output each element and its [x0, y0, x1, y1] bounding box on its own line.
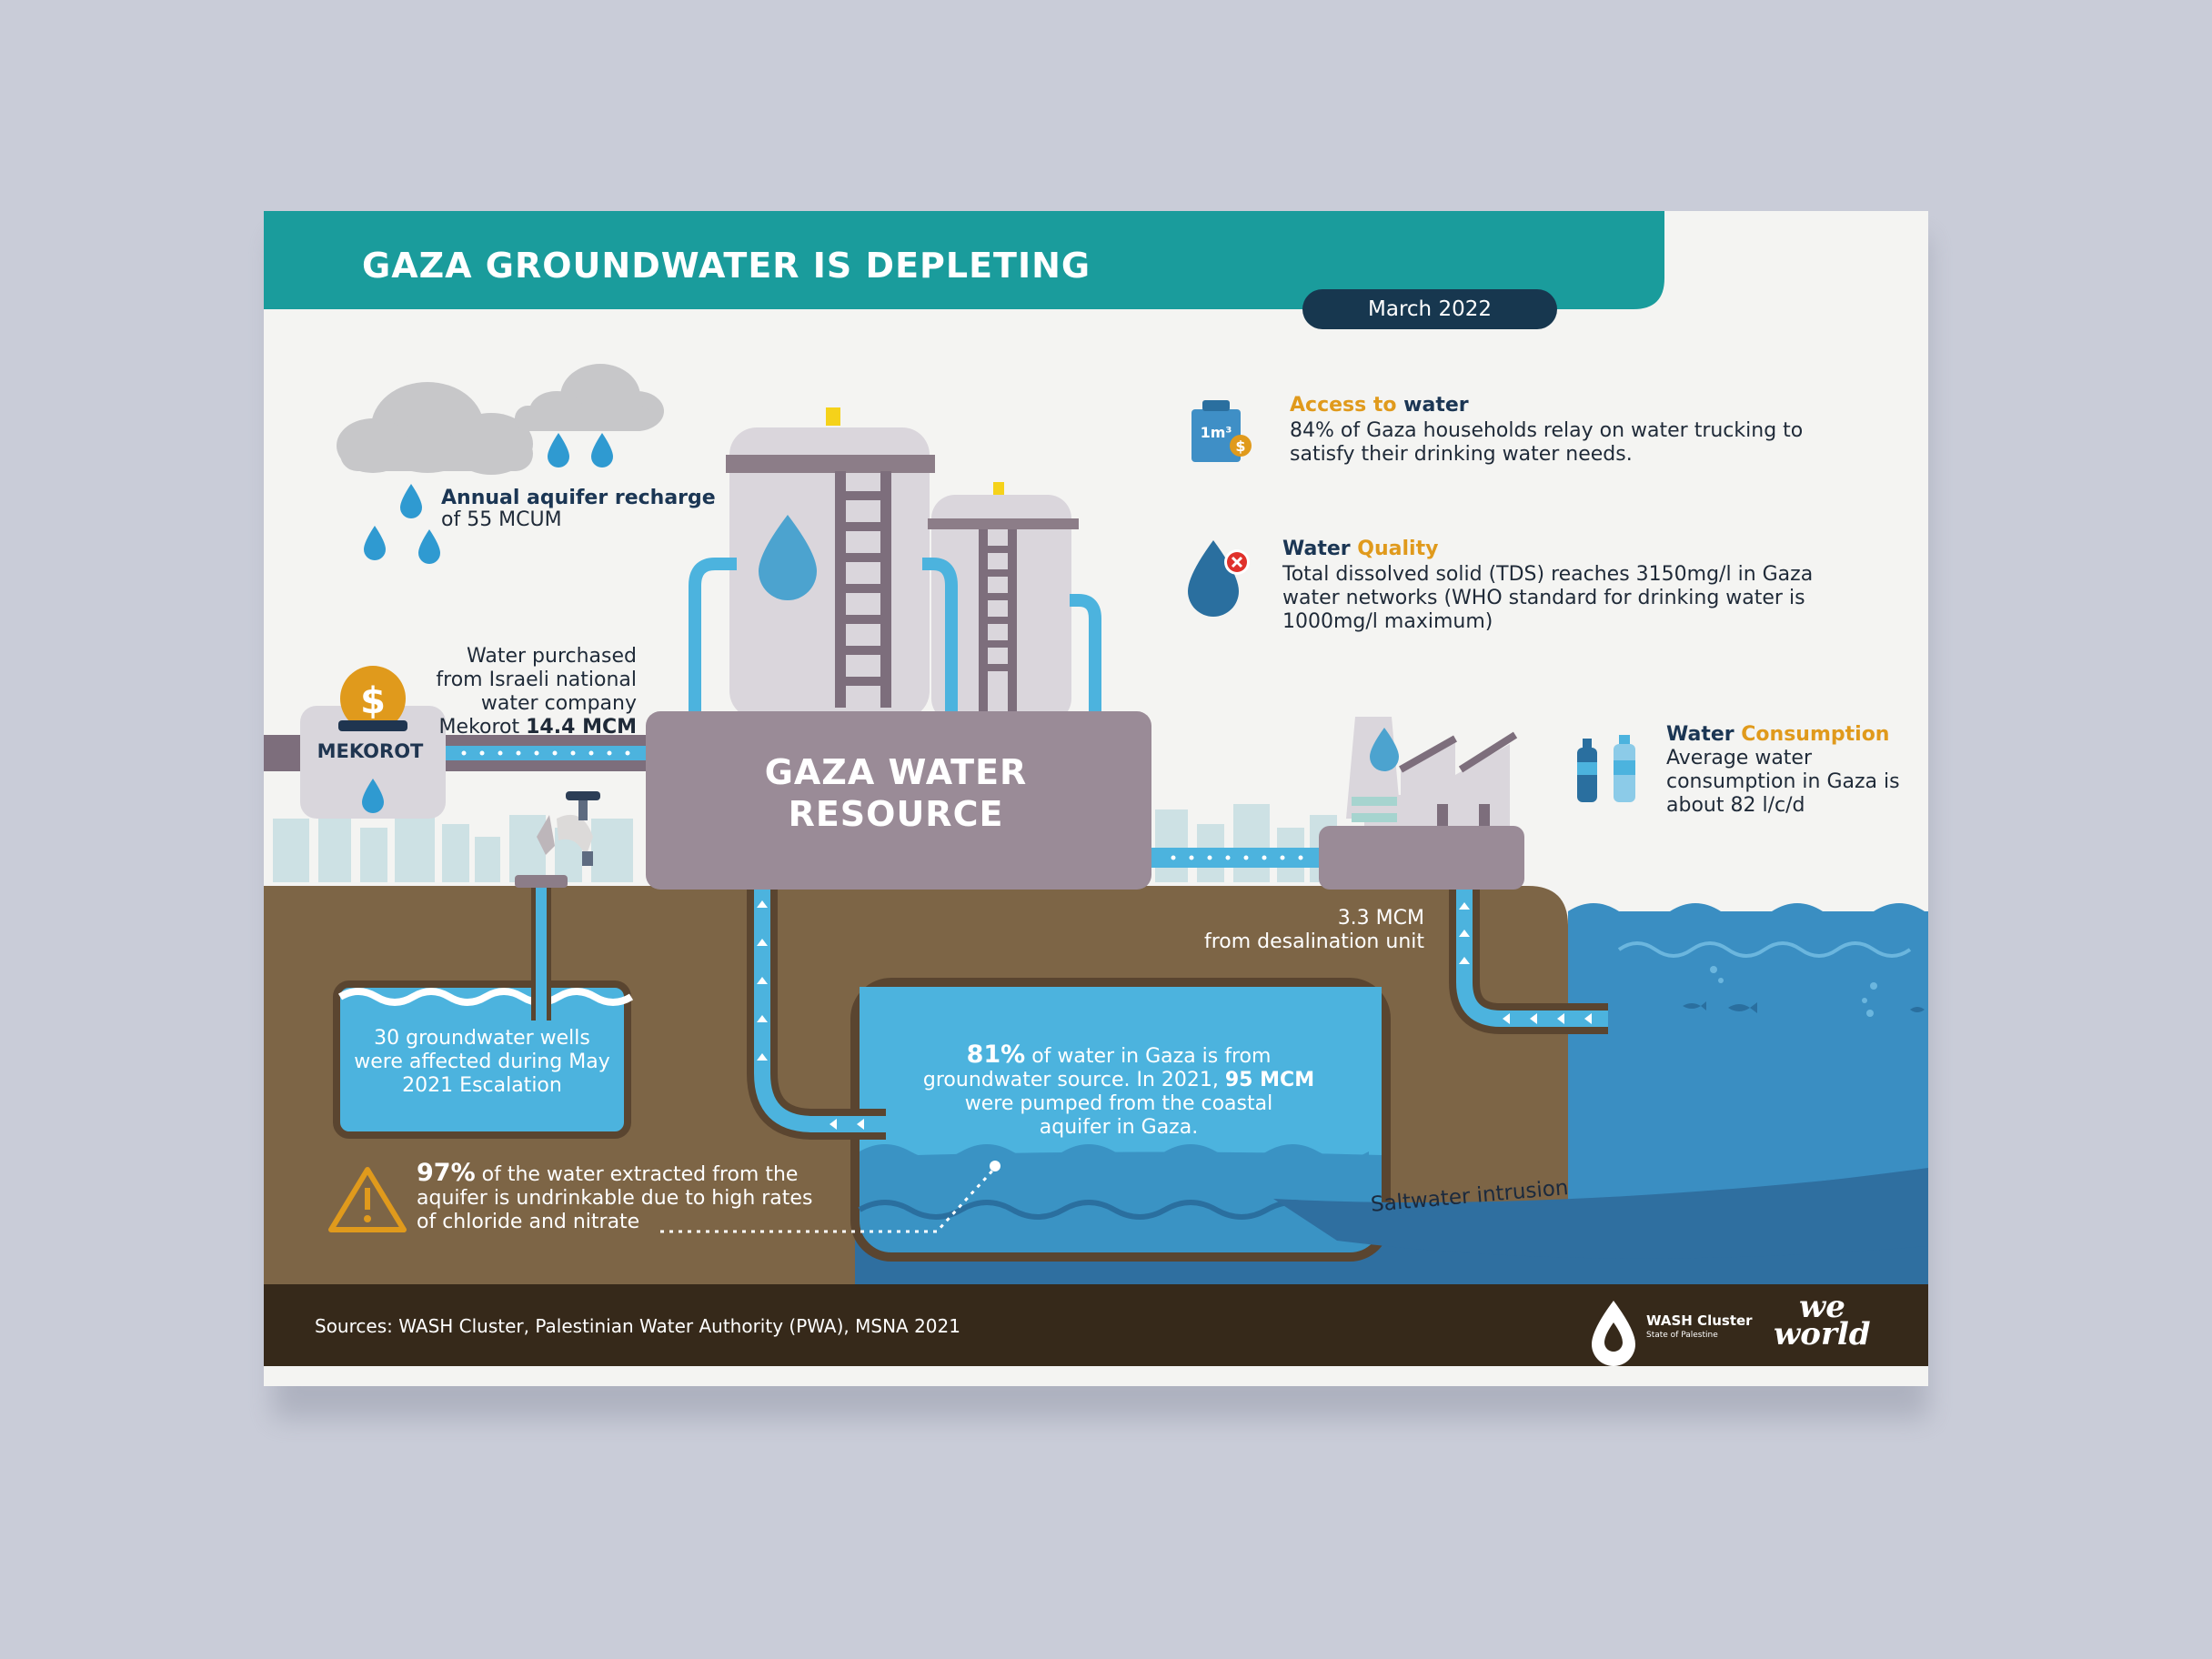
header-band [264, 211, 1664, 309]
groundwater-line-1-text: of water in Gaza is from [1025, 1045, 1272, 1068]
wells-line-1: 30 groundwater wells [374, 1027, 590, 1050]
weworld-logo-bottom: world [1774, 1316, 1871, 1352]
warning-icon [328, 1167, 407, 1232]
mekorot-line-1: Water purchased [467, 645, 637, 668]
consumption-line-3: about 82 l/c/d [1666, 794, 1805, 817]
consumption-line-1: Average water [1666, 747, 1813, 769]
wells-line-2: were affected during May [354, 1051, 610, 1073]
cloud-icon [515, 364, 664, 431]
date-badge: March 2022 [1302, 289, 1557, 329]
aquifer-wave [860, 1144, 1369, 1173]
quality-title-part-2: Quality [1350, 538, 1439, 560]
consumption-line-2: consumption in Gaza is [1666, 770, 1900, 793]
footer-band [264, 1284, 1928, 1366]
water-drop-warning-icon [1188, 540, 1250, 617]
mekorot-line-2: from Israeli national [436, 669, 637, 691]
water-bottles-icon [1577, 735, 1635, 802]
desalination-plant [1319, 717, 1524, 890]
water-tank-big [726, 407, 935, 719]
fish-icon [1683, 1001, 1706, 1010]
page-title: GAZA GROUNDWATER IS DEPLETING [362, 246, 1091, 286]
quality-title-part-1: Water [1282, 538, 1351, 560]
groundwater-line-2: groundwater source. In 2021, 95 MCM [891, 1068, 1346, 1092]
access-title-part-1: Access to [1290, 394, 1397, 417]
mekorot-line-4-text: Mekorot [438, 716, 527, 739]
recharge-title: Annual aquifer recharge [441, 487, 716, 509]
consumption-title: Water Consumption [1666, 722, 1889, 747]
mekorot-line-4: Mekorot 14.4 MCM [382, 715, 637, 739]
recharge-value: of 55 MCUM [441, 508, 562, 531]
consumption-title-part-1: Water [1666, 723, 1734, 746]
access-title-part-2: water [1396, 394, 1469, 417]
mekorot-line-3: water company [480, 692, 637, 715]
mekorot-purchase-value: 14.4 MCM [526, 716, 637, 739]
water-drop-icon [759, 515, 817, 600]
center-title-line-1: GAZA WATER [764, 752, 1028, 792]
quality-title: Water Quality [1282, 537, 1438, 561]
gaza-water-resource-building [646, 711, 1151, 890]
desal-line-2: from desalination unit [1203, 930, 1424, 953]
groundwater-line-2-text: groundwater source. In 2021, [922, 1069, 1225, 1091]
wells-box [333, 980, 631, 1139]
mekorot-box [300, 706, 446, 819]
dollar-coin-icon [340, 666, 406, 731]
undrinkable-line-1: 97% of the water extracted from the [417, 1161, 798, 1187]
desal-line-1: 3.3 MCM [1337, 907, 1424, 930]
fish-icon [1728, 1002, 1757, 1013]
well-head [515, 875, 568, 888]
undrinkable-line-2: aquifer is undrinkable due to high rates [417, 1187, 813, 1210]
undrinkable-percent: 97% [417, 1159, 476, 1187]
sea-wave [1568, 903, 1925, 937]
access-line-2: satisfy their drinking water needs. [1290, 443, 1633, 466]
access-line-1: 84% of Gaza households relay on water tr… [1290, 419, 1804, 442]
undrinkable-line-1-text: of the water extracted from the [475, 1163, 799, 1186]
mekorot-label: MEKOROT [317, 740, 424, 762]
groundwater-line-3: were pumped from the coastal [964, 1092, 1273, 1115]
water-cube-icon: $ [1191, 400, 1252, 462]
sources-text: Sources: WASH Cluster, Palestinian Water… [315, 1315, 960, 1337]
wash-cluster-subtitle: State of Palestine [1646, 1331, 1718, 1340]
quality-line-2: water networks (WHO standard for drinkin… [1282, 587, 1805, 609]
groundwater-line-4: aquifer in Gaza. [1039, 1116, 1199, 1139]
water-drop-icon [1370, 728, 1399, 771]
rain-drop-icon [364, 433, 613, 564]
cloud-icon [337, 382, 533, 475]
groundwater-line-1: 81% of water in Gaza is from [891, 1042, 1346, 1069]
water-cube-label: 1m³ [1200, 424, 1232, 441]
gaza-water-resource-title: GAZA WATER RESOURCE [646, 751, 1146, 835]
quality-line-1: Total dissolved solid (TDS) reaches 3150… [1282, 563, 1814, 586]
svg-text:$: $ [360, 680, 386, 722]
tap-icon [537, 791, 600, 866]
water-drop-icon [362, 779, 384, 813]
access-title: Access to water [1290, 393, 1469, 417]
quality-line-3: 1000mg/l maximum) [1282, 610, 1493, 633]
groundwater-percent: 81% [966, 1041, 1026, 1069]
weworld-logo-top: we [1799, 1289, 1845, 1325]
wash-cluster-name: WASH Cluster [1646, 1312, 1753, 1329]
center-title-line-2: RESOURCE [788, 794, 1004, 834]
flow-arrows [461, 750, 630, 756]
consumption-title-part-2: Consumption [1734, 723, 1890, 746]
groundwater-pumped-value: 95 MCM [1224, 1069, 1315, 1091]
undrinkable-line-3: of chloride and nitrate [417, 1211, 640, 1233]
water-tank-small [928, 482, 1079, 722]
wells-line-3: 2021 Escalation [402, 1074, 562, 1097]
svg-text:$: $ [1235, 437, 1245, 455]
